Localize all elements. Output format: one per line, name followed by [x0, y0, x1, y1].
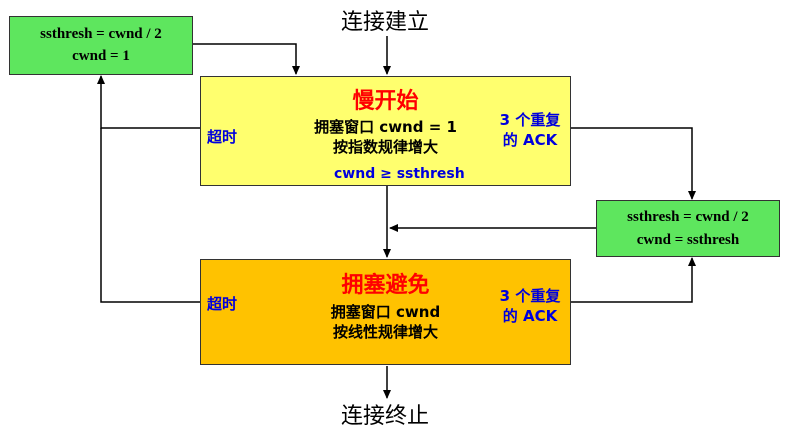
arrow-avoidance-timeout [100, 128, 201, 303]
connection-terminated-label: 连接终止 [341, 404, 430, 429]
reset-box-line2: cwnd = 1 [72, 48, 130, 64]
slow-start-dup-ack-line2: 的 ACK [502, 131, 558, 149]
avoidance-dup-ack-line2: 的 ACK [502, 307, 558, 325]
congestion-avoidance-title: 拥塞避免 [341, 273, 430, 298]
avoidance-window-line: 拥塞窗口 cwnd [330, 303, 441, 321]
avoidance-growth-line: 按线性规律增大 [332, 323, 438, 341]
slow-start-state: 慢开始 拥塞窗口 cwnd = 1 按指数规律增大 cwnd ≥ ssthres… [200, 76, 571, 186]
connection-established-label: 连接建立 [341, 10, 430, 35]
fast-box-line1: ssthresh = cwnd / 2 [627, 209, 749, 225]
fast-box-line2: cwnd = ssthresh [636, 232, 740, 248]
slow-start-window-line: 拥塞窗口 cwnd = 1 [314, 118, 457, 136]
slow-start-dup-ack-line1: 3 个重复 [499, 111, 561, 129]
reset-box-line1: ssthresh = cwnd / 2 [40, 26, 162, 42]
slow-start-title: 慢开始 [352, 89, 419, 114]
arrow-reset-to-slow-start [193, 43, 300, 75]
congestion-avoidance-state: 拥塞避免 拥塞窗口 cwnd 按线性规律增大 超时 3 个重复 的 ACK [200, 259, 571, 365]
avoidance-timeout-label: 超时 [207, 295, 238, 313]
slow-start-growth-line: 按指数规律增大 [332, 138, 438, 156]
avoidance-dup-ack-line1: 3 个重复 [499, 287, 561, 305]
fast-recovery-box: ssthresh = cwnd / 2 cwnd = ssthresh [596, 200, 780, 257]
arrow-slow-start-dup-ack [571, 127, 696, 200]
timeout-reset-box: ssthresh = cwnd / 2 cwnd = 1 [9, 16, 193, 75]
arrow-slow-start-timeout [97, 75, 201, 129]
slow-start-threshold-label: cwnd ≥ ssthresh [334, 166, 465, 182]
slow-start-timeout-label: 超时 [207, 128, 238, 146]
arrow-avoidance-dup-ack [571, 257, 696, 303]
